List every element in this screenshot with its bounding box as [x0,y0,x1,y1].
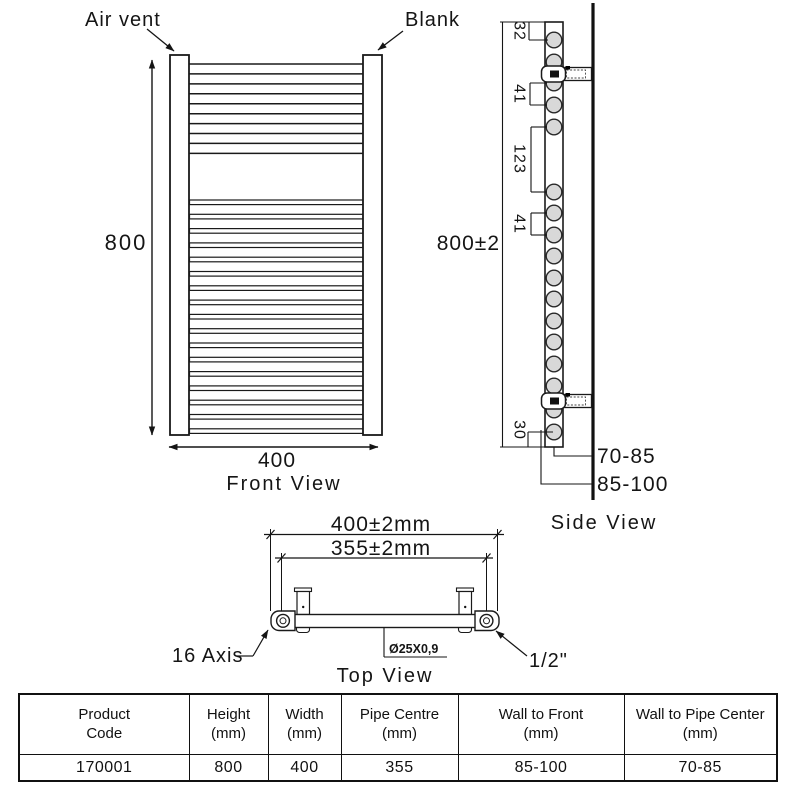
top-bracket-right [455,587,475,616]
crossbar-tube [188,256,364,263]
tube-circle [545,183,563,201]
crossbar-tube [188,228,364,234]
crossbar-tube [188,356,364,363]
tube-circle [545,333,563,351]
front-crossbars [189,63,363,155]
header-pipe-centre: Pipe Centre(mm) [340,693,459,755]
side-dim-41-mid: 41 [511,214,528,234]
top-view: 400±2mm 355±2mm Ø25X0,9 [172,513,568,687]
front-left-rail [169,54,190,436]
tube-circle [545,204,563,222]
tube-circle [545,96,563,114]
side-view: 800±2 32 41 123 41 30 70-85 85-100 Side … [437,3,668,534]
front-right-rail [362,54,383,436]
front-tubes [188,199,364,434]
cell-height: 800 [188,754,269,782]
side-dim-41-top: 41 [511,84,528,104]
air-vent-label: Air vent [85,9,161,31]
tube-circle [545,290,563,308]
wall-to-pipe-center-dim: 70-85 [597,445,656,468]
tube-spec-label: Ø25X0,9 [389,642,438,656]
crossbar-tube [188,342,364,349]
crossbar-tube [188,399,364,406]
blank-label: Blank [405,9,460,31]
wall-to-front-dim: 85-100 [597,473,668,496]
crossbar-tube [188,413,364,420]
side-dim-32: 32 [511,21,528,41]
wall-bracket-top [540,65,593,83]
crossbar-tube [188,242,364,249]
front-height-dim: 800 [105,230,148,255]
cell-pipe-centre: 355 [340,754,459,782]
top-ext-lines [270,529,498,612]
connection-leader [495,630,528,657]
crossbar-tube [188,313,364,320]
top-axis-circle-left [275,613,291,628]
wall-bracket-bottom [540,392,593,410]
tube-circle [545,226,563,244]
crossbar-tube [188,428,364,434]
tube-circle [545,269,563,287]
tube-spec-leader [383,627,447,658]
cell-product-code: 170001 [18,754,190,782]
top-foot-right [457,626,473,634]
side-dim-30: 30 [511,420,528,440]
connection-label: 1/2" [529,650,568,672]
side-dim-123: 123 [511,144,528,174]
top-view-caption: Top View [337,665,434,687]
top-tube [291,613,479,629]
crossbar-tube [188,213,364,220]
air-vent-leader [146,28,175,52]
side-view-caption: Side View [551,512,658,534]
side-wall-dims [540,430,592,485]
top-pipe-centre-dim: 355±2mm [331,537,431,560]
crossbar-tube [188,299,364,306]
crossbar-tube [188,385,364,392]
blank-leader [377,30,404,51]
side-overall-dim: 800±2 [437,232,500,255]
header-height: Height(mm) [188,693,269,755]
axis-leader [252,629,269,657]
tube-circle [545,118,563,136]
cell-width: 400 [267,754,342,782]
crossbar-tube [188,371,364,377]
axis-label: 16 Axis [172,645,243,667]
tube-circle [545,377,563,395]
technical-drawing: Air vent Blank 800 400 Front View [85,3,668,687]
top-axis-circle-right-inner [483,617,490,625]
crossbar-tube [188,199,364,206]
top-bracket-left [293,587,313,616]
header-wall-to-pipe-center: Wall to Pipe Center(mm) [623,693,778,755]
front-view-caption: Front View [226,473,341,495]
header-wall-to-front: Wall to Front(mm) [457,693,625,755]
top-dim-lines [264,529,504,563]
crossbar-tube [188,328,364,334]
front-view: Air vent Blank 800 400 Front View [85,9,460,495]
tube-circle [545,31,563,49]
top-foot-left [295,626,311,634]
header-width: Width(mm) [267,693,342,755]
top-overall-dim: 400±2mm [331,513,431,536]
table-data-row: 170001 800 400 355 85-100 70-85 [18,754,778,782]
crossbar-tube [188,285,364,291]
tube-circle [545,312,563,330]
top-axis-circle-left-inner [279,617,287,625]
cell-wall-to-front: 85-100 [457,754,625,782]
front-width-dim: 400 [258,449,296,472]
crossbar-tube [188,270,364,277]
tube-circle [545,355,563,373]
top-axis-circle-right [479,613,494,628]
cell-wall-to-pipe-center: 70-85 [623,754,778,782]
tube-circle [545,247,563,265]
